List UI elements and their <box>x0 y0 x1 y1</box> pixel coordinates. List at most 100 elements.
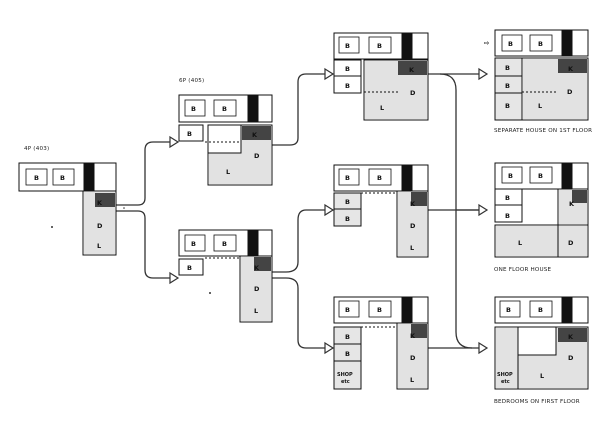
room-living: L <box>538 102 542 110</box>
stage-label-4p: 4P (403) <box>24 146 50 152</box>
room-bedroom: B <box>505 102 510 110</box>
plan-col2-top-labels: B B B B K D L <box>345 42 416 112</box>
room-living: L <box>410 376 414 384</box>
arrowhead <box>478 203 489 217</box>
room-bedroom: B <box>505 194 510 202</box>
plan-col2-bottom-labels: B B B B SHOP etc K D L <box>337 306 416 385</box>
arrowhead <box>324 203 335 217</box>
room-living: L <box>518 239 522 247</box>
room-dining: D <box>410 89 416 97</box>
plan-separate-house-labels: ⇨ B B B B B K D L <box>484 39 574 110</box>
room-living: L <box>410 244 414 252</box>
arrowhead <box>324 341 335 355</box>
room-dining: D <box>568 239 574 247</box>
arrowhead <box>324 67 335 81</box>
arrow-cross-connector <box>439 73 473 349</box>
room-bedroom: B <box>191 240 196 248</box>
plan-6p-bottom <box>178 229 273 323</box>
plan-4p-labels: B B K D L <box>34 174 103 250</box>
room-bedroom: B <box>505 212 510 220</box>
room-bedroom: B <box>222 240 227 248</box>
arrowhead <box>478 67 489 81</box>
plan-6p-top <box>178 94 273 186</box>
plan-col2-middle <box>333 164 429 258</box>
plan-one-floor-house-labels: B B B B K L D <box>505 172 575 247</box>
arrow-4p-to-6p-bottom <box>116 210 172 279</box>
room-bedroom: B <box>538 40 543 48</box>
room-living: L <box>380 104 384 112</box>
room-bedroom: B <box>377 306 382 314</box>
room-dining: D <box>410 222 416 230</box>
room-bedroom: B <box>345 82 350 90</box>
room-bedroom: B <box>508 40 513 48</box>
room-bedroom: B <box>191 105 196 113</box>
room-bedroom: B <box>538 172 543 180</box>
room-bedroom: B <box>345 306 350 314</box>
plan-col2-bottom <box>333 296 429 390</box>
flow-arrows <box>116 73 480 349</box>
room-kitchen: K <box>97 199 103 207</box>
room-bedroom: B <box>345 65 350 73</box>
arrow-4p-to-6p-top <box>116 141 172 206</box>
room-kitchen: K <box>252 131 258 139</box>
room-dining: D <box>97 222 103 230</box>
room-bedroom: B <box>508 172 513 180</box>
room-bedroom: B <box>505 64 510 72</box>
room-kitchen: K <box>568 333 574 341</box>
room-kitchen: K <box>569 200 575 208</box>
entry-arrow-icon: ⇨ <box>484 39 490 47</box>
arrow-heads <box>169 67 489 355</box>
room-living: L <box>254 307 258 315</box>
room-kitchen: K <box>254 264 260 272</box>
arrowhead <box>169 271 180 285</box>
plan-one-floor-house <box>494 162 589 258</box>
room-bedroom: B <box>345 198 350 206</box>
room-dining: D <box>410 354 416 362</box>
room-bedroom: B <box>222 105 227 113</box>
room-dining: D <box>568 354 574 362</box>
room-shop-etc: etc <box>501 379 510 385</box>
plan-6p-bottom-labels: B B B K D L <box>187 240 260 315</box>
plan-bedrooms-first-floor <box>494 296 589 390</box>
room-living: L <box>97 242 101 250</box>
room-bedroom: B <box>377 174 382 182</box>
plan-col2-top <box>333 32 429 121</box>
room-living: L <box>540 372 544 380</box>
plan-6p-top-labels: B B B K D L <box>187 105 260 176</box>
arrowhead <box>478 341 489 355</box>
room-dining: D <box>254 285 260 293</box>
room-bedroom: B <box>34 174 39 182</box>
room-kitchen: K <box>409 66 415 74</box>
room-bedroom: B <box>538 306 543 314</box>
room-bedroom: B <box>345 350 350 358</box>
room-bedroom: B <box>345 333 350 341</box>
room-kitchen: K <box>410 200 416 208</box>
room-bedroom: B <box>60 174 65 182</box>
stray-marks <box>51 207 211 294</box>
room-bedroom: B <box>345 174 350 182</box>
room-shop: SHOP <box>337 372 353 378</box>
outcome-label-separate-house: SEPARATE HOUSE ON 1ST FLOOR <box>494 128 593 134</box>
arrow-6p-top-to-col2-top <box>272 73 327 146</box>
room-bedroom: B <box>345 42 350 50</box>
plan-bedrooms-first-floor-labels: B B SHOP etc K D L <box>497 306 574 385</box>
plan-4p <box>18 162 117 256</box>
room-bedroom: B <box>506 306 511 314</box>
outcome-label-one-floor: ONE FLOOR HOUSE <box>494 267 552 273</box>
room-bedroom: B <box>345 215 350 223</box>
room-dining: D <box>567 88 573 96</box>
arrowhead <box>169 135 180 149</box>
arrow-6p-bottom-to-col2-mid <box>272 209 327 273</box>
room-dining: D <box>254 152 260 160</box>
room-bedroom: B <box>377 42 382 50</box>
room-shop-etc: etc <box>341 379 350 385</box>
plan-separate-house <box>494 29 589 121</box>
room-shop: SHOP <box>497 372 513 378</box>
outcome-label-bedrooms-first: BEDROOMS ON FIRST FLOOR <box>494 399 580 405</box>
stage-label-6p: 6P (405) <box>179 78 205 84</box>
room-kitchen: K <box>410 332 416 340</box>
arrow-6p-bottom-to-col2-bottom <box>272 277 327 349</box>
plan-col2-middle-labels: B B B B K D L <box>345 174 416 252</box>
room-kitchen: K <box>568 65 574 73</box>
room-bedroom: B <box>187 264 192 272</box>
